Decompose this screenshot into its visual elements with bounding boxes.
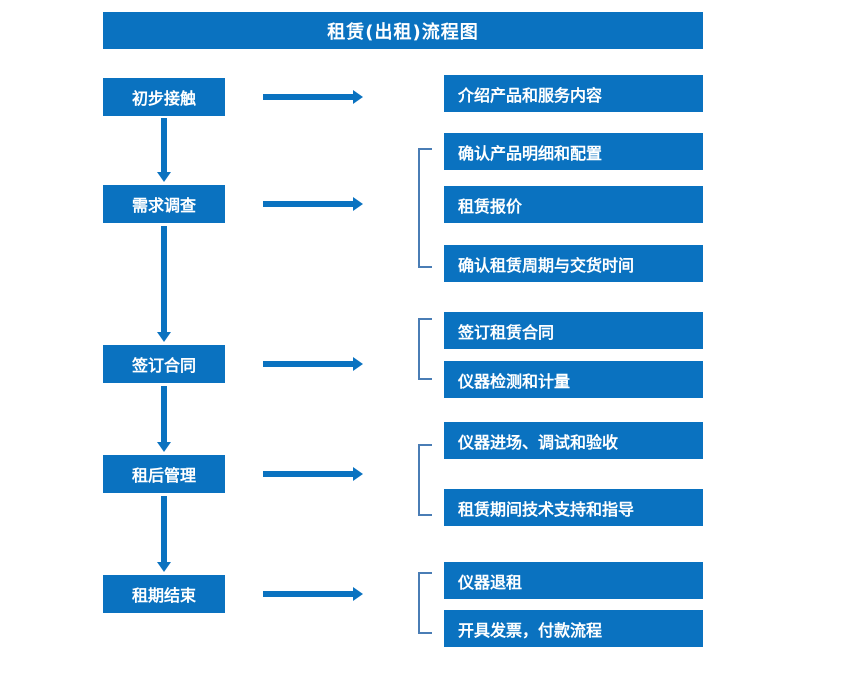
- detail-node-2-1[interactable]: 确认产品明细和配置: [444, 133, 703, 170]
- arrow-head-right-icon: [353, 587, 363, 601]
- arrow-shaft: [161, 386, 167, 442]
- group-bracket-5: [418, 572, 432, 634]
- vertical-arrow-1-to-2: [157, 118, 171, 182]
- group-bracket-2: [418, 148, 432, 268]
- stage-node-5-label: 租期结束: [131, 586, 196, 605]
- detail-node-4-2[interactable]: 租赁期间技术支持和指导: [444, 489, 703, 526]
- detail-node-2-3[interactable]: 确认租赁周期与交货时间: [444, 245, 703, 282]
- detail-node-3-2-label: 仪器检测和计量: [458, 371, 571, 391]
- arrow-shaft: [161, 496, 167, 562]
- detail-node-5-1[interactable]: 仪器退租: [444, 562, 703, 599]
- arrow-head-down-icon: [157, 442, 171, 452]
- page-title: 租赁(出租)流程图: [327, 21, 479, 43]
- arrow-shaft: [263, 361, 353, 367]
- detail-node-1-1[interactable]: 介绍产品和服务内容: [444, 75, 703, 112]
- vertical-arrow-2-to-3: [157, 226, 171, 342]
- group-bracket-3: [418, 318, 432, 380]
- stage-node-2[interactable]: 需求调查: [103, 185, 225, 223]
- detail-node-3-1-label: 签订租赁合同: [458, 322, 555, 342]
- arrow-head-right-icon: [353, 90, 363, 104]
- arrow-shaft: [263, 94, 353, 100]
- arrow-shaft: [161, 118, 167, 172]
- vertical-arrow-3-to-4: [157, 386, 171, 452]
- detail-node-5-2-label: 开具发票，付款流程: [458, 620, 603, 640]
- detail-node-4-1-label: 仪器进场、调试和验收: [458, 432, 619, 452]
- horizontal-arrow-stage-4: [263, 467, 363, 481]
- detail-node-1-1-label: 介绍产品和服务内容: [458, 85, 603, 105]
- arrow-shaft: [263, 201, 353, 207]
- stage-node-3-label: 签订合同: [131, 356, 196, 375]
- stage-node-1[interactable]: 初步接触: [103, 78, 225, 116]
- horizontal-arrow-stage-1: [263, 90, 363, 104]
- detail-node-2-2-label: 租赁报价: [458, 196, 523, 216]
- stage-node-4-label: 租后管理: [131, 466, 196, 485]
- group-bracket-4: [418, 444, 432, 516]
- horizontal-arrow-stage-5: [263, 587, 363, 601]
- vertical-arrow-4-to-5: [157, 496, 171, 572]
- horizontal-arrow-stage-3: [263, 357, 363, 371]
- stage-node-1-label: 初步接触: [131, 89, 196, 108]
- arrow-head-right-icon: [353, 467, 363, 481]
- arrow-shaft: [263, 591, 353, 597]
- arrow-head-right-icon: [353, 197, 363, 211]
- stage-node-3[interactable]: 签订合同: [103, 345, 225, 383]
- detail-node-2-2[interactable]: 租赁报价: [444, 186, 703, 223]
- stage-node-2-label: 需求调查: [131, 196, 196, 215]
- arrow-shaft: [263, 471, 353, 477]
- stage-node-5[interactable]: 租期结束: [103, 575, 225, 613]
- arrow-head-down-icon: [157, 562, 171, 572]
- arrow-head-down-icon: [157, 172, 171, 182]
- detail-node-4-2-label: 租赁期间技术支持和指导: [458, 499, 635, 519]
- detail-node-2-3-label: 确认租赁周期与交货时间: [458, 255, 635, 275]
- chart-title-bar: 租赁(出租)流程图: [103, 12, 703, 49]
- arrow-head-right-icon: [353, 357, 363, 371]
- detail-node-3-2[interactable]: 仪器检测和计量: [444, 361, 703, 398]
- detail-node-4-1[interactable]: 仪器进场、调试和验收: [444, 422, 703, 459]
- horizontal-arrow-stage-2: [263, 197, 363, 211]
- detail-node-5-1-label: 仪器退租: [458, 572, 523, 592]
- detail-node-3-1[interactable]: 签订租赁合同: [444, 312, 703, 349]
- stage-node-4[interactable]: 租后管理: [103, 455, 225, 493]
- arrow-shaft: [161, 226, 167, 332]
- arrow-head-down-icon: [157, 332, 171, 342]
- detail-node-2-1-label: 确认产品明细和配置: [458, 143, 603, 163]
- detail-node-5-2[interactable]: 开具发票，付款流程: [444, 610, 703, 647]
